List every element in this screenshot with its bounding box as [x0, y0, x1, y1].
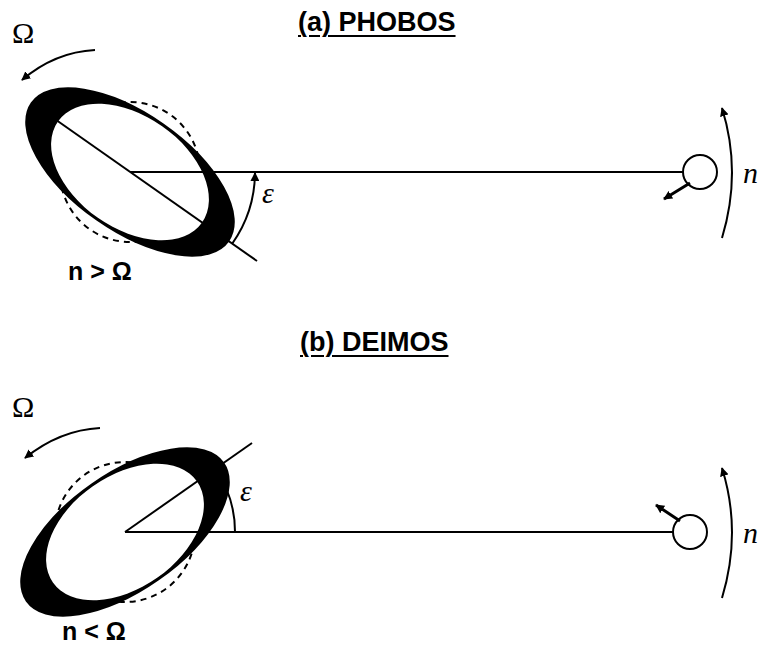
orbital-rate-symbol: n — [743, 156, 758, 189]
panel-heading: (b) DEIMOS — [300, 328, 449, 358]
lag-angle-symbol: ε — [240, 474, 252, 507]
rotation-symbol: Ω — [12, 390, 34, 423]
deimos-planet — [0, 416, 732, 649]
panel-heading: (a) PHOBOS — [298, 8, 456, 38]
rate-condition: n < Ω — [62, 618, 126, 646]
rate-condition: n > Ω — [68, 258, 132, 286]
orbital-rate-symbol: n — [743, 516, 758, 549]
lag-angle-symbol: ε — [262, 176, 274, 209]
phobos-planet — [0, 50, 732, 288]
rotation-symbol: Ω — [12, 16, 34, 49]
